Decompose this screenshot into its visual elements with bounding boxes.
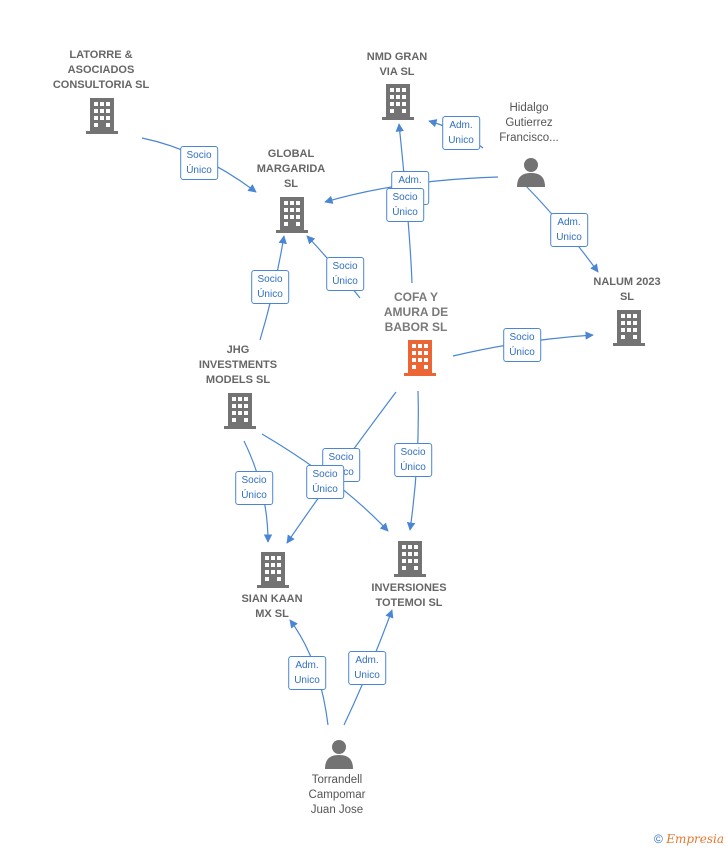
building-icon[interactable] (382, 84, 414, 120)
building-icon[interactable] (276, 197, 308, 233)
company-label[interactable]: GLOBAL MARGARIDA SL (256, 148, 326, 190)
person-icon[interactable] (325, 740, 353, 769)
company-label[interactable]: JHG INVESTMENTS MODELS SL (198, 344, 278, 386)
building-icon[interactable] (394, 541, 426, 577)
person-label[interactable]: Hidalgo Gutierrez Francisco... (499, 102, 559, 144)
relationship-badge: Adm. Unico (550, 213, 588, 247)
relationship-badge: Socio Único (180, 146, 218, 180)
brand-logo: Empresia (666, 832, 724, 846)
relationship-badge: Adm. Unico (442, 116, 480, 150)
relationship-badge: Socio Único (394, 443, 432, 477)
relationship-badge: Socio Único (503, 328, 541, 362)
relationship-badge: Adm. Unico (348, 651, 386, 685)
building-icon[interactable] (613, 310, 645, 346)
relationship-badge: Socio Único (235, 471, 273, 505)
person-icon[interactable] (517, 158, 545, 187)
building-icon[interactable] (257, 552, 289, 588)
footer: © Empresia (654, 832, 724, 846)
relationship-badge: Socio Único (326, 257, 364, 291)
relationship-badge: Socio Único (386, 188, 424, 222)
building-icon[interactable] (404, 340, 436, 376)
building-icon[interactable] (86, 98, 118, 134)
person-label[interactable]: Torrandell Campomar Juan Jose (308, 774, 366, 816)
relationship-badge: Socio Único (306, 465, 344, 499)
relationship-badge: Adm. Unico (288, 656, 326, 690)
company-label[interactable]: SIAN KAAN MX SL (241, 593, 303, 620)
company-label[interactable]: NALUM 2023 SL (593, 276, 661, 303)
company-label[interactable]: LATORRE & ASOCIADOS CONSULTORIA SL (52, 49, 150, 91)
building-icon[interactable] (224, 393, 256, 429)
company-label[interactable]: COFA Y AMURA DE BABOR SL (383, 290, 449, 334)
company-label[interactable]: NMD GRAN VIA SL (366, 51, 428, 78)
copyright-icon: © (654, 832, 663, 846)
edge-layer (141, 119, 599, 726)
relationship-badge: Socio Único (251, 270, 289, 304)
company-label[interactable]: INVERSIONES TOTEMOI SL (371, 582, 447, 609)
